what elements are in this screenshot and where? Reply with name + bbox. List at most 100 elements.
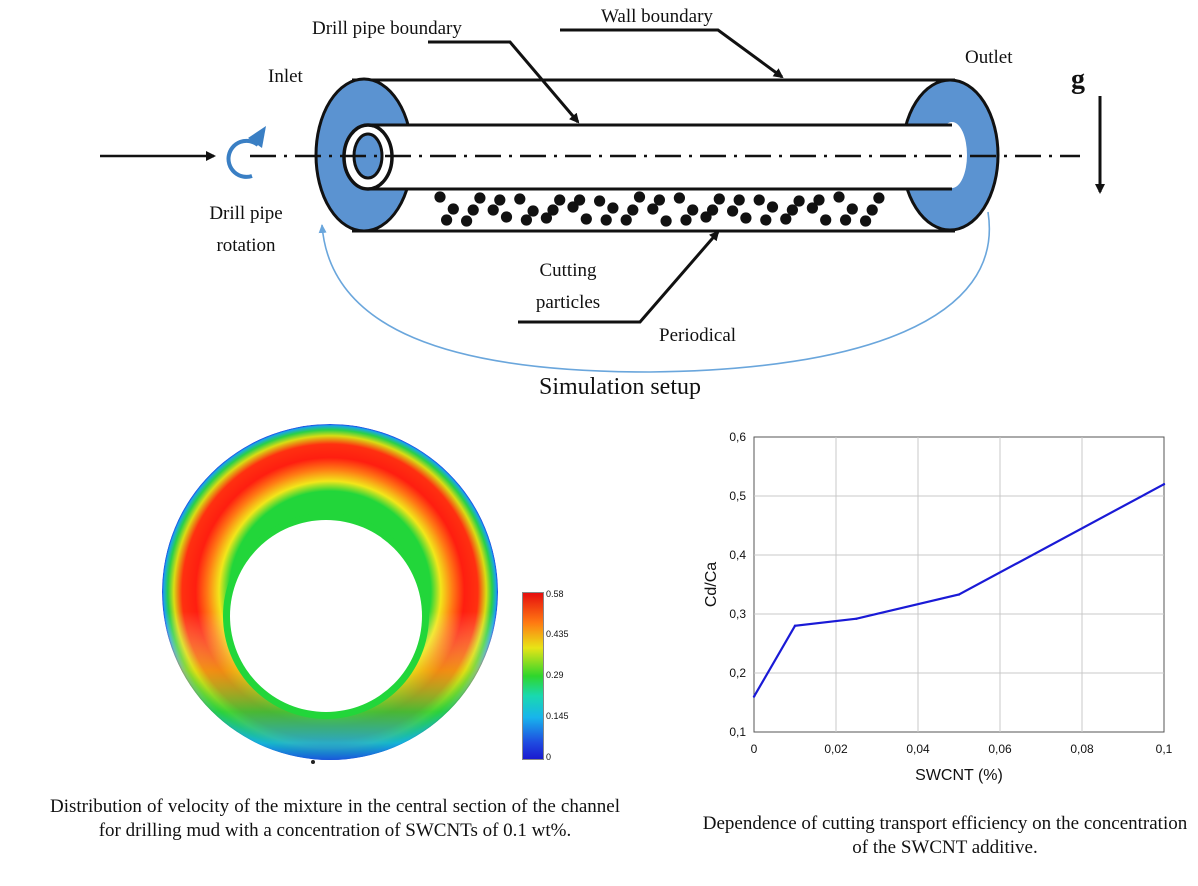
cutting-particle xyxy=(461,215,473,227)
x-tick-label: 0,06 xyxy=(988,742,1012,756)
colorbar-tick: 0 xyxy=(546,752,552,762)
velocity-contour-map xyxy=(162,424,498,764)
cutting-particle xyxy=(766,201,779,213)
cutting-particle xyxy=(441,214,453,226)
x-axis-label: SWCNT (%) xyxy=(915,767,1003,784)
colorbar-tick: 0.58 xyxy=(546,589,564,599)
x-tick-label: 0,04 xyxy=(906,742,930,756)
x-tick-label: 0,1 xyxy=(1156,742,1173,756)
outlet-label: Outlet xyxy=(965,47,1013,68)
cutting-particle xyxy=(527,205,539,217)
drill-pipe-boundary-label: Drill pipe boundary xyxy=(312,18,462,39)
y-tick-label: 0,5 xyxy=(729,489,746,503)
plot-area xyxy=(753,436,1165,733)
cutting-particle xyxy=(547,204,559,216)
cutting-particle xyxy=(713,193,725,205)
cutting-particle xyxy=(873,192,885,204)
cutting-particle xyxy=(434,191,446,203)
simulation-setup-diagram xyxy=(100,28,1105,373)
periodical-arrow xyxy=(318,211,991,373)
cutting-particle xyxy=(813,194,825,206)
data-point xyxy=(752,695,756,698)
rotation-arrow-icon xyxy=(226,126,266,179)
cutting-particle xyxy=(840,214,852,226)
chart-caption: Dependence of cutting transport efficien… xyxy=(702,813,1188,858)
cutting-particle xyxy=(600,214,612,226)
y-axis-label: Cd/Ca xyxy=(703,562,720,607)
wall-boundary-leader xyxy=(560,28,784,79)
periodical-label: Periodical xyxy=(659,325,737,346)
x-tick-label: 0,02 xyxy=(824,742,848,756)
cutting-particle xyxy=(760,214,772,226)
y-tick-label: 0,1 xyxy=(729,725,746,739)
cutting-particle xyxy=(707,204,719,216)
colorbar-tick: 0.29 xyxy=(546,670,564,680)
cutting-particle xyxy=(594,195,606,207)
y-tick-label: 0,3 xyxy=(729,607,746,621)
cutting-particle xyxy=(514,193,526,205)
cutting-particles-label-line1: Cutting xyxy=(539,260,597,281)
drill-pipe-rotation-label-line2: rotation xyxy=(216,235,276,256)
cutting-particle xyxy=(554,194,566,206)
setup-title: Simulation setup xyxy=(539,374,701,400)
y-tick-label: 0,6 xyxy=(729,430,746,444)
cutting-particle xyxy=(633,191,646,203)
data-point xyxy=(855,617,858,620)
cutting-particle xyxy=(494,194,506,206)
data-point xyxy=(793,624,797,627)
cutting-particle xyxy=(793,195,805,207)
cutting-particle xyxy=(567,201,579,213)
cutting-particle xyxy=(520,214,533,226)
cutting-particle xyxy=(474,192,486,204)
cutting-particle xyxy=(653,194,666,206)
cutting-particle xyxy=(753,194,765,206)
cutting-particle xyxy=(846,203,858,215)
cutting-particle xyxy=(860,215,872,227)
velocity-colorbar xyxy=(522,592,544,760)
cutting-particle xyxy=(727,205,739,217)
inlet-label: Inlet xyxy=(268,66,303,87)
cutting-particle xyxy=(780,213,792,225)
cutting-particle xyxy=(487,204,499,216)
x-tick-label: 0 xyxy=(751,742,758,756)
cutting-particle xyxy=(680,214,692,226)
drill-pipe-rotation-label-line1: Drill pipe xyxy=(209,203,283,224)
y-tick-label: 0,4 xyxy=(729,548,746,562)
cutting-efficiency-chart: 0 0,02 0,04 0,06 0,08 0,1 0,1 0,2 0,3 0,4 0,5 0,6SW… xyxy=(703,430,1173,784)
cutting-particle xyxy=(700,211,712,223)
cutting-particle xyxy=(733,194,745,206)
velocity-map-caption: Distribution of velocity of the mixture … xyxy=(50,796,620,841)
outer-pipe xyxy=(352,78,955,233)
cutting-particle xyxy=(740,212,752,224)
data-point xyxy=(1162,483,1166,486)
cutting-particles-label-line2: particles xyxy=(535,292,601,313)
cutting-particle xyxy=(627,204,639,216)
cutting-particles xyxy=(434,191,885,227)
cutting-particle xyxy=(820,214,832,226)
drill-pipe-boundary-leader xyxy=(428,40,580,124)
cutting-particle xyxy=(540,212,553,224)
cutting-particle xyxy=(620,214,632,226)
cutting-particle xyxy=(467,204,479,216)
colorbar-tick: 0.145 xyxy=(546,711,569,721)
cutting-particle xyxy=(806,202,819,214)
x-tick-label: 0,08 xyxy=(1070,742,1094,756)
cutting-particle xyxy=(647,203,659,215)
cutting-particle xyxy=(833,191,845,203)
colorbar-tick: 0.435 xyxy=(546,629,569,639)
cutting-particle xyxy=(687,204,699,216)
data-point xyxy=(957,593,961,596)
cutting-particle xyxy=(607,202,619,214)
cutting-particle xyxy=(500,211,513,223)
wall-boundary-label: Wall boundary xyxy=(601,6,713,27)
cutting-particle xyxy=(580,213,592,225)
y-tick-label: 0,2 xyxy=(729,666,746,680)
cutting-particle xyxy=(574,194,586,206)
cutting-particle xyxy=(786,204,799,216)
cutting-particle xyxy=(660,215,672,227)
cutting-particle xyxy=(866,204,878,216)
gravity-label: g xyxy=(1071,64,1085,95)
cutting-particles-leader xyxy=(518,230,720,324)
cutting-particle xyxy=(673,192,686,204)
